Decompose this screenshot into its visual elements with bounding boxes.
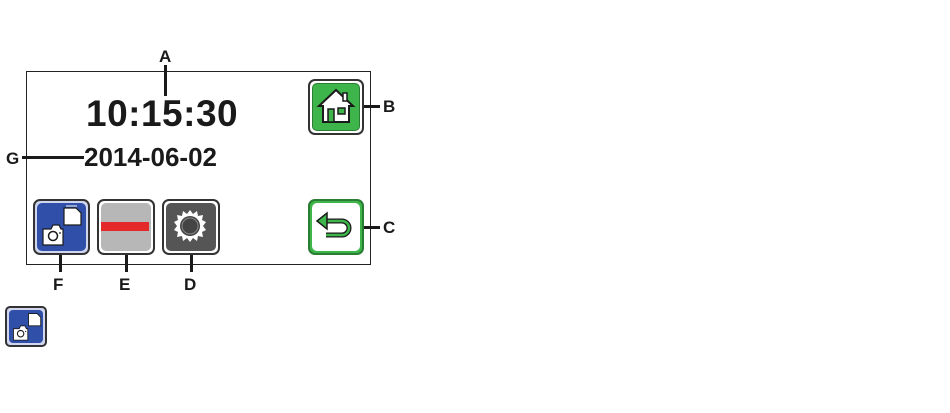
callout-leader-c xyxy=(364,226,380,229)
callout-label-f: F xyxy=(53,276,63,293)
gallery-icon-standalone-face xyxy=(9,310,43,343)
clock-date: 2014-06-02 xyxy=(84,142,217,173)
back-button-face xyxy=(312,203,360,251)
photo-files-icon xyxy=(37,203,84,249)
home-button[interactable] xyxy=(308,79,364,135)
gallery-icon-standalone xyxy=(5,306,47,347)
home-icon xyxy=(313,84,359,130)
settings-button[interactable] xyxy=(162,199,220,255)
back-button[interactable] xyxy=(308,199,364,255)
callout-label-a: A xyxy=(159,48,171,65)
settings-button-face xyxy=(166,203,216,251)
gear-icon xyxy=(166,203,214,249)
callout-label-c: C xyxy=(383,219,395,236)
back-arrow-icon xyxy=(312,203,358,249)
callout-label-b: B xyxy=(383,98,395,115)
callout-leader-a xyxy=(164,65,167,96)
callout-label-g: G xyxy=(6,150,19,167)
battery-button[interactable] xyxy=(97,199,155,255)
callout-label-e: E xyxy=(119,276,130,293)
photo-files-icon xyxy=(9,310,43,343)
battery-bar-icon xyxy=(101,203,149,249)
callout-leader-b xyxy=(364,105,380,108)
callout-leader-f xyxy=(59,255,62,272)
battery-button-face xyxy=(101,203,151,251)
callout-leader-e xyxy=(125,255,128,272)
home-button-face xyxy=(312,83,360,131)
gallery-button[interactable] xyxy=(33,199,90,255)
clock-time: 10:15:30 xyxy=(86,93,238,135)
callout-leader-g xyxy=(22,156,84,159)
callout-label-d: D xyxy=(184,276,196,293)
callout-leader-d xyxy=(190,255,193,272)
gallery-button-face xyxy=(37,203,86,251)
